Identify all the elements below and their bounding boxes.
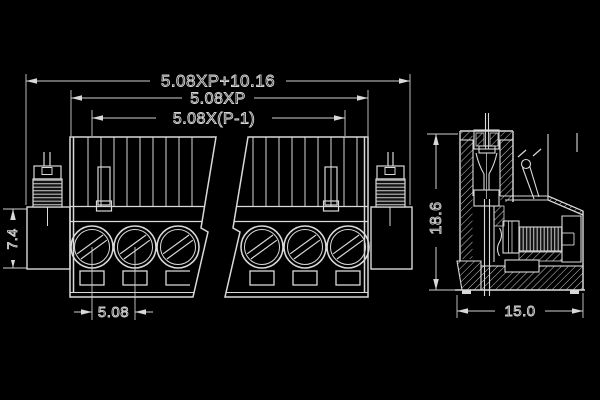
shoulder-band <box>70 205 368 223</box>
mounting-screw-left <box>32 152 63 226</box>
dimension-labels: 5.08XP+10.16 5.08XP 5.08X(P-1) 5.08 7.4 … <box>4 71 536 321</box>
housing-section <box>459 130 514 261</box>
body-outline <box>69 136 369 298</box>
clamp-yoke <box>561 215 582 263</box>
terminal-screws <box>70 225 370 269</box>
latch-slot-left <box>95 166 113 212</box>
flange-left <box>26 206 71 270</box>
comb-ribs <box>87 137 358 206</box>
mounting-screw-right <box>375 152 406 226</box>
base-section <box>455 259 585 294</box>
pin-openings <box>79 270 361 286</box>
side-view <box>455 113 585 296</box>
wire-funnel <box>473 145 500 207</box>
dimensions <box>1 73 584 320</box>
dim-overall-width-label: 5.08XP+10.16 <box>161 72 275 91</box>
clamp-screw <box>502 220 563 262</box>
dim-pitch-label: 5.08 <box>98 304 129 321</box>
clamp-lever <box>517 133 578 200</box>
dim-pole-span-label: 5.08X(P-1) <box>173 111 255 128</box>
dim-side-depth-label: 15.0 <box>504 303 535 320</box>
flange-right <box>370 206 413 270</box>
dim-flange-height-label: 7.4 <box>4 229 20 250</box>
clamp-screw-head <box>473 113 500 150</box>
dim-body-width-label: 5.08XP <box>190 91 245 108</box>
front-view <box>26 136 413 298</box>
dim-side-height-label: 18.6 <box>428 201 445 234</box>
